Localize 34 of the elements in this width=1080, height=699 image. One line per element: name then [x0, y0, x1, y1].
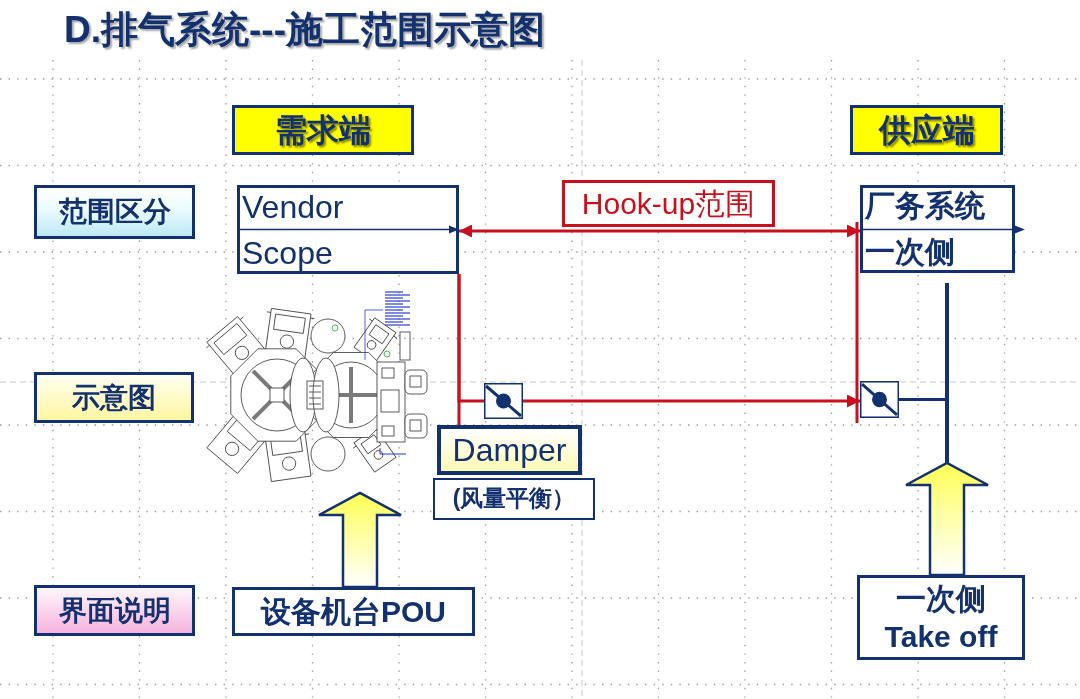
row-label-text: 范围区分	[58, 195, 171, 229]
block-arrow	[317, 491, 403, 589]
row-label-text: 界面说明	[58, 593, 171, 628]
hookup-range-tag	[562, 180, 775, 227]
row-label-panel	[34, 585, 195, 636]
damper-symbol	[860, 381, 899, 418]
connector-line	[457, 274, 484, 403]
interface-panel	[857, 575, 1025, 660]
row-label-text: 示意图	[72, 380, 156, 415]
double-arrow	[459, 224, 860, 238]
diagram-title: D.排气系统---施工范围示意图	[64, 9, 545, 52]
column-header-text: 供应端	[878, 110, 975, 150]
scope-panel	[237, 185, 459, 274]
row-label-panel	[34, 372, 194, 423]
scope-panel	[860, 185, 1015, 273]
column-header-text: 需求端	[275, 110, 371, 150]
damper-note-panel	[433, 478, 595, 520]
damper-symbol	[484, 383, 523, 419]
connector-line	[899, 398, 945, 401]
interface-text: 设备机台POU	[261, 593, 446, 630]
range-text: Hook-up范围	[581, 185, 756, 222]
column-header-panel	[232, 105, 414, 155]
row-label-panel	[34, 185, 195, 239]
damper-text: Damper	[452, 430, 567, 470]
note-text: (风量平衡）	[452, 485, 576, 513]
column-header-panel	[850, 105, 1003, 155]
damper-label-panel	[437, 425, 582, 475]
scope-text: 一次侧	[865, 234, 955, 270]
block-arrow	[904, 461, 990, 577]
scope-text: Scope	[242, 234, 333, 271]
scope-text: Vendor	[242, 188, 344, 225]
interface-text: 一次侧 Take off	[883, 580, 999, 655]
interface-panel	[232, 587, 475, 636]
scope-text: 厂务系统	[865, 188, 985, 224]
